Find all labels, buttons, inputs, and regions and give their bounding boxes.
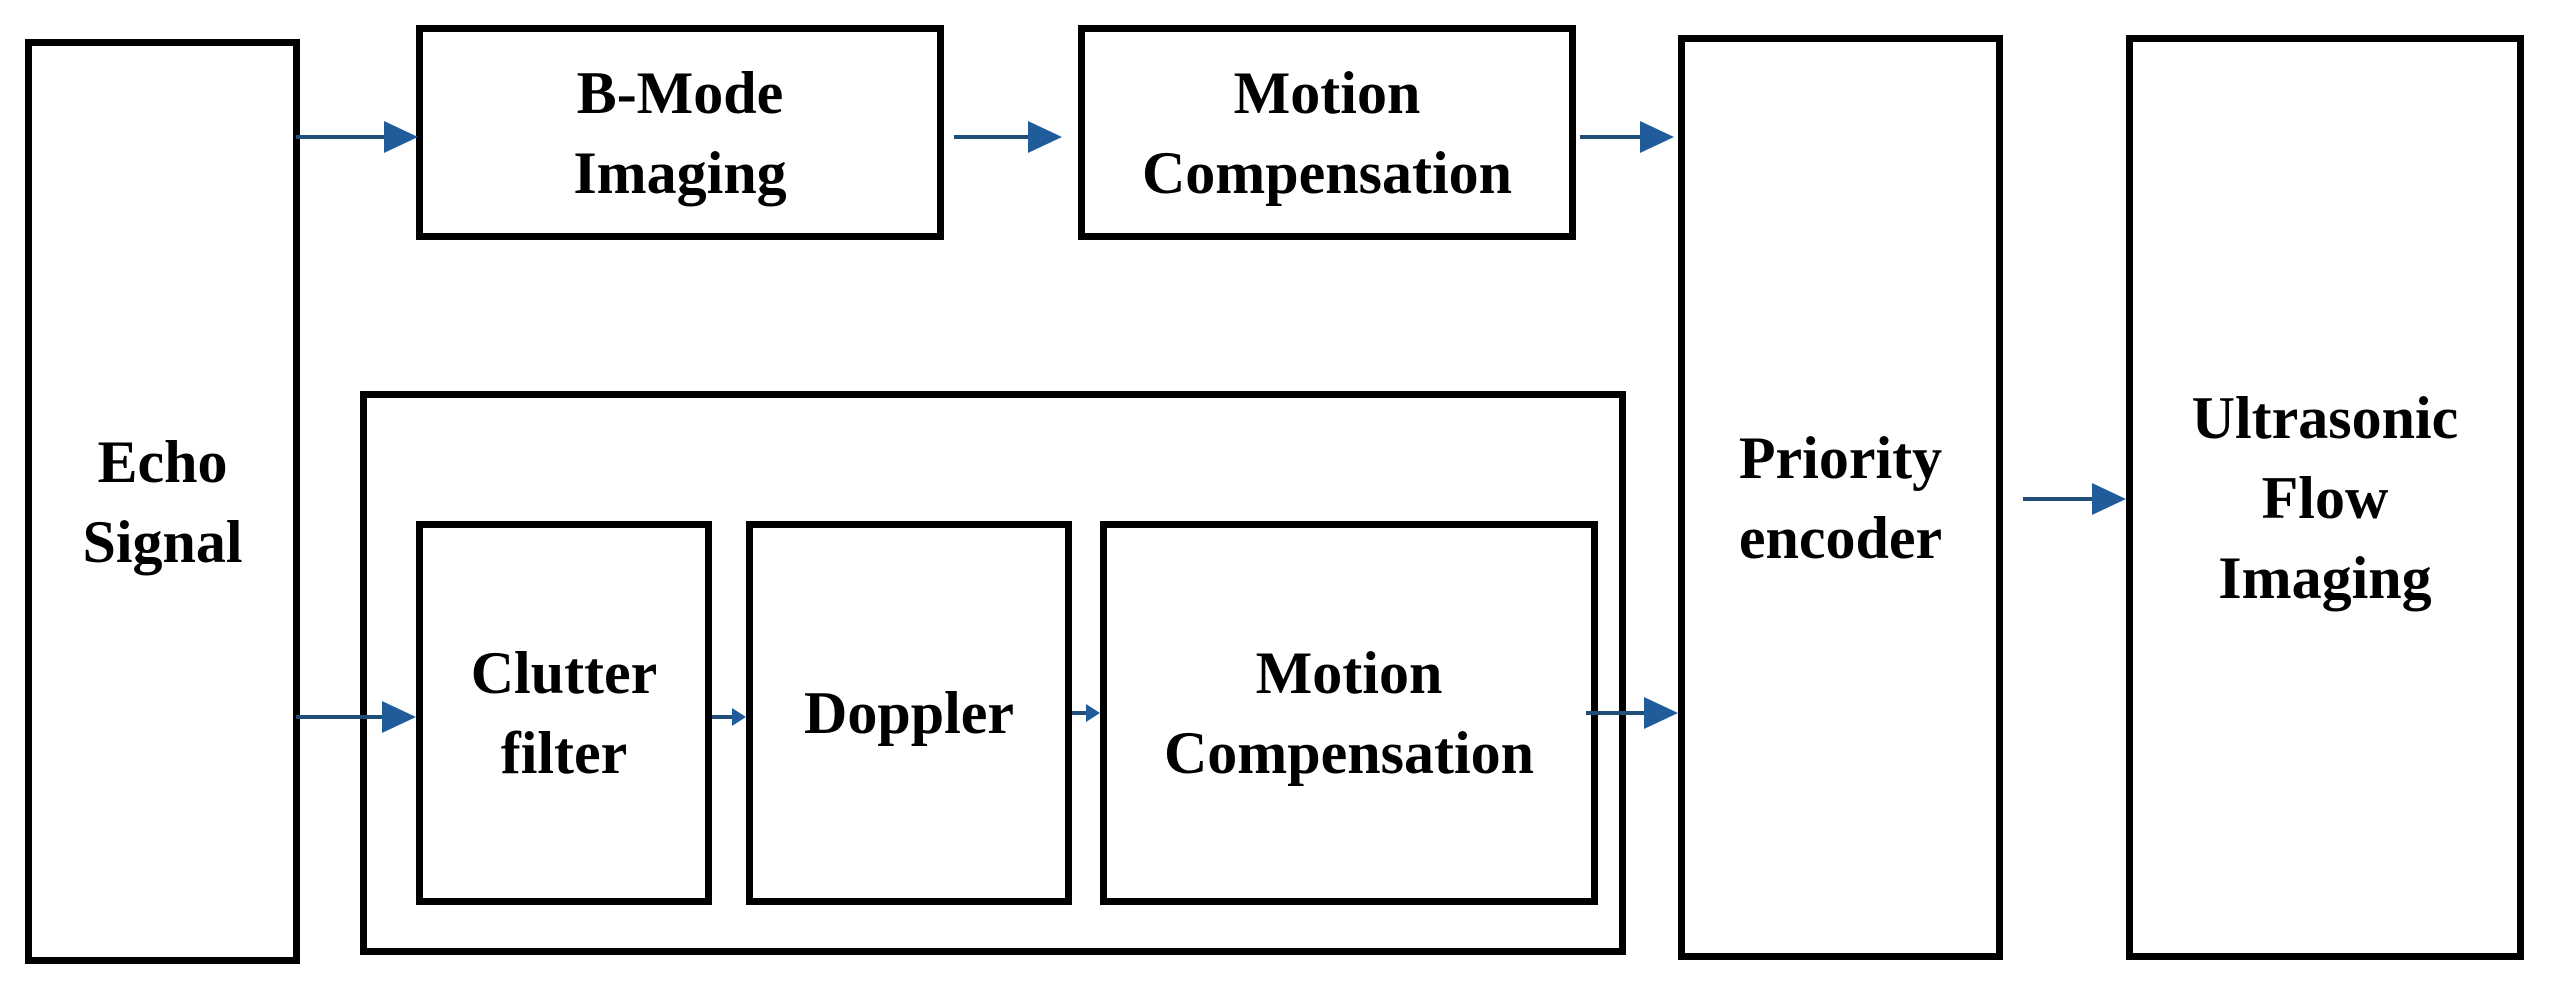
echo-signal-label: Echo Signal	[82, 428, 243, 575]
b-mode-imaging-label: B-Mode Imaging	[573, 59, 787, 206]
clutter-filter-label: Clutter filter	[470, 640, 658, 786]
b-mode-imaging-box	[416, 25, 944, 240]
ultrasonic-flow-imaging-label: Ultrasonic Flow Imaging	[2191, 384, 2459, 611]
echo-signal-box	[25, 39, 300, 964]
motion-compensation-bottom-box	[1100, 521, 1598, 905]
arrow-echo-to-clutter	[296, 701, 416, 733]
arrow-encoder-to-flow-imaging	[2023, 483, 2126, 515]
clutter-filter-box	[416, 521, 712, 905]
doppler-box	[746, 521, 1072, 905]
arrow-motion-bottom-to-encoder	[1586, 697, 1678, 729]
arrow-doppler-to-motion-bottom	[1072, 704, 1100, 722]
arrow-bmode-to-motion-top	[954, 121, 1062, 153]
ultrasonic-flow-imaging-box	[2126, 35, 2524, 960]
priority-encoder-label: Priority encoder	[1738, 424, 1943, 571]
motion-compensation-top-label: Motion Compensation	[1141, 59, 1513, 206]
arrow-clutter-to-doppler	[712, 708, 746, 726]
priority-encoder-box	[1678, 35, 2003, 960]
motion-compensation-top-box	[1078, 25, 1576, 240]
doppler-label: Doppler	[804, 680, 1014, 746]
arrow-echo-to-bmode	[296, 121, 418, 153]
motion-compensation-bottom-label: Motion Compensation	[1163, 640, 1535, 786]
arrow-motion-top-to-encoder	[1580, 121, 1674, 153]
